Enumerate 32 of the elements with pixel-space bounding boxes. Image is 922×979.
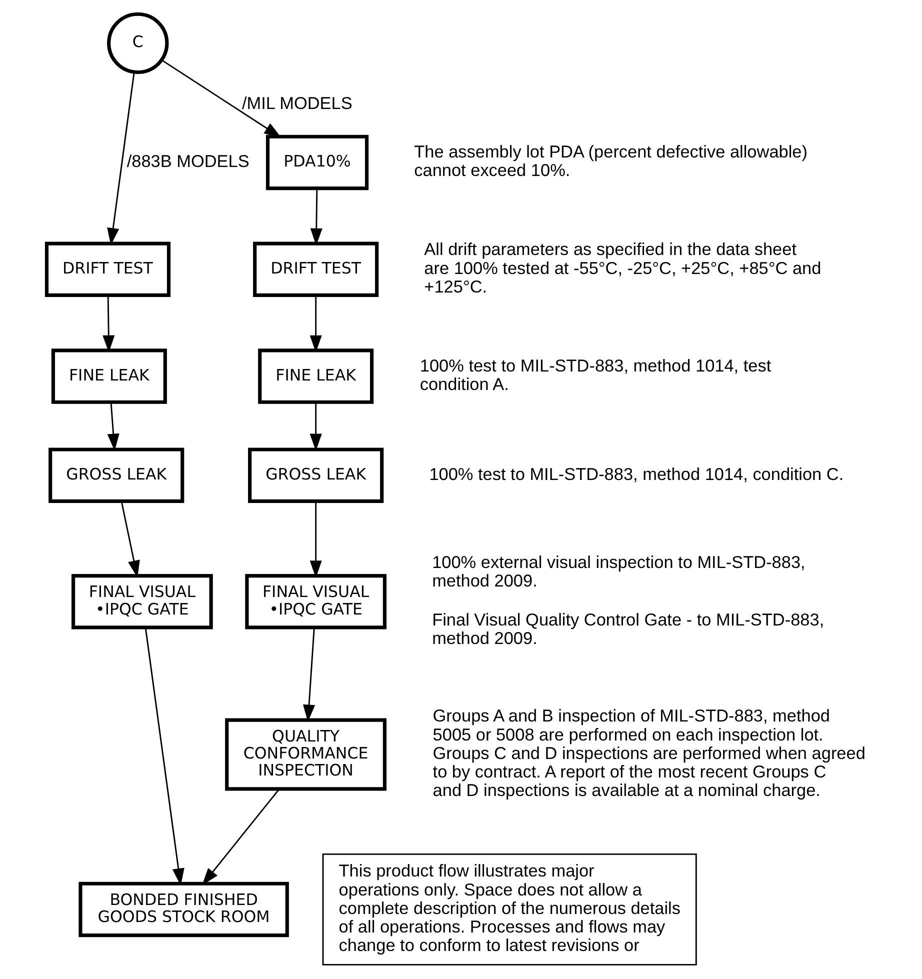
- node-label: 100% external visual inspection to MIL-STD-883, method 2009.: [432, 552, 805, 591]
- arrow: [102, 295, 114, 353]
- node-box: QUALITY CONFORMANCE INSPECTION: [224, 718, 386, 791]
- node-circle: C: [106, 12, 168, 74]
- node-label: Final Visual Quality Control Gate - to MIL-STD-883, method 2009.: [432, 609, 824, 648]
- node-label: All drift parameters as specified in the data sheet are 100% tested at -55°C, -25°C, +25°C, +85°C and +125°C.: [424, 239, 821, 296]
- arrow: [202, 788, 280, 886]
- arrow: [310, 188, 322, 246]
- node-box: FINE LEAK: [50, 348, 166, 404]
- node-box: GROSS LEAK: [48, 448, 184, 503]
- node-label: The assembly lot PDA (percent defective allowable) cannot exceed 10%.: [414, 142, 807, 180]
- edge-label: /883B MODELS: [126, 150, 249, 171]
- node-box: FINAL VISUAL •IPQC GATE: [244, 574, 386, 630]
- node-label: Groups A and B inspection of MIL-STD-883, method 5005 or 5008 are performed on each inspection lot. Groups C and D inspections are performed when agreed to by contract. A report of the most recent Groups C and D inspections is available at a nominal charge.: [432, 706, 865, 800]
- node-label: 100% test to MIL-STD-883, method 1014, test condition A.: [419, 355, 771, 394]
- arrow: [144, 627, 184, 886]
- node-box: DRIFT TEST: [44, 242, 170, 297]
- node-label: 100% test to MIL-STD-883, method 1014, condition C.: [428, 464, 844, 484]
- arrow: [106, 72, 134, 246]
- arrow: [309, 502, 322, 578]
- arrow: [120, 502, 140, 578]
- arrow: [302, 628, 315, 722]
- node-box: DRIFT TEST: [252, 242, 378, 297]
- node-box: FINE LEAK: [258, 348, 374, 404]
- arrow: [160, 59, 281, 138]
- arrow: [309, 295, 322, 353]
- node-box: This product flow illustrates major operations only. Space does not allow a complete description of the numerous details of all operations. Processes and flows may change to conform to latest revisions or: [322, 854, 696, 966]
- node-box: GROSS LEAK: [248, 448, 384, 503]
- node-box: PDA10%: [265, 134, 368, 190]
- node-box: FINAL VISUAL •IPQC GATE: [71, 574, 212, 630]
- edge-label: /MIL MODELS: [241, 92, 352, 113]
- node-box: BONDED FINISHED GOODS STOCK ROOM: [78, 882, 288, 938]
